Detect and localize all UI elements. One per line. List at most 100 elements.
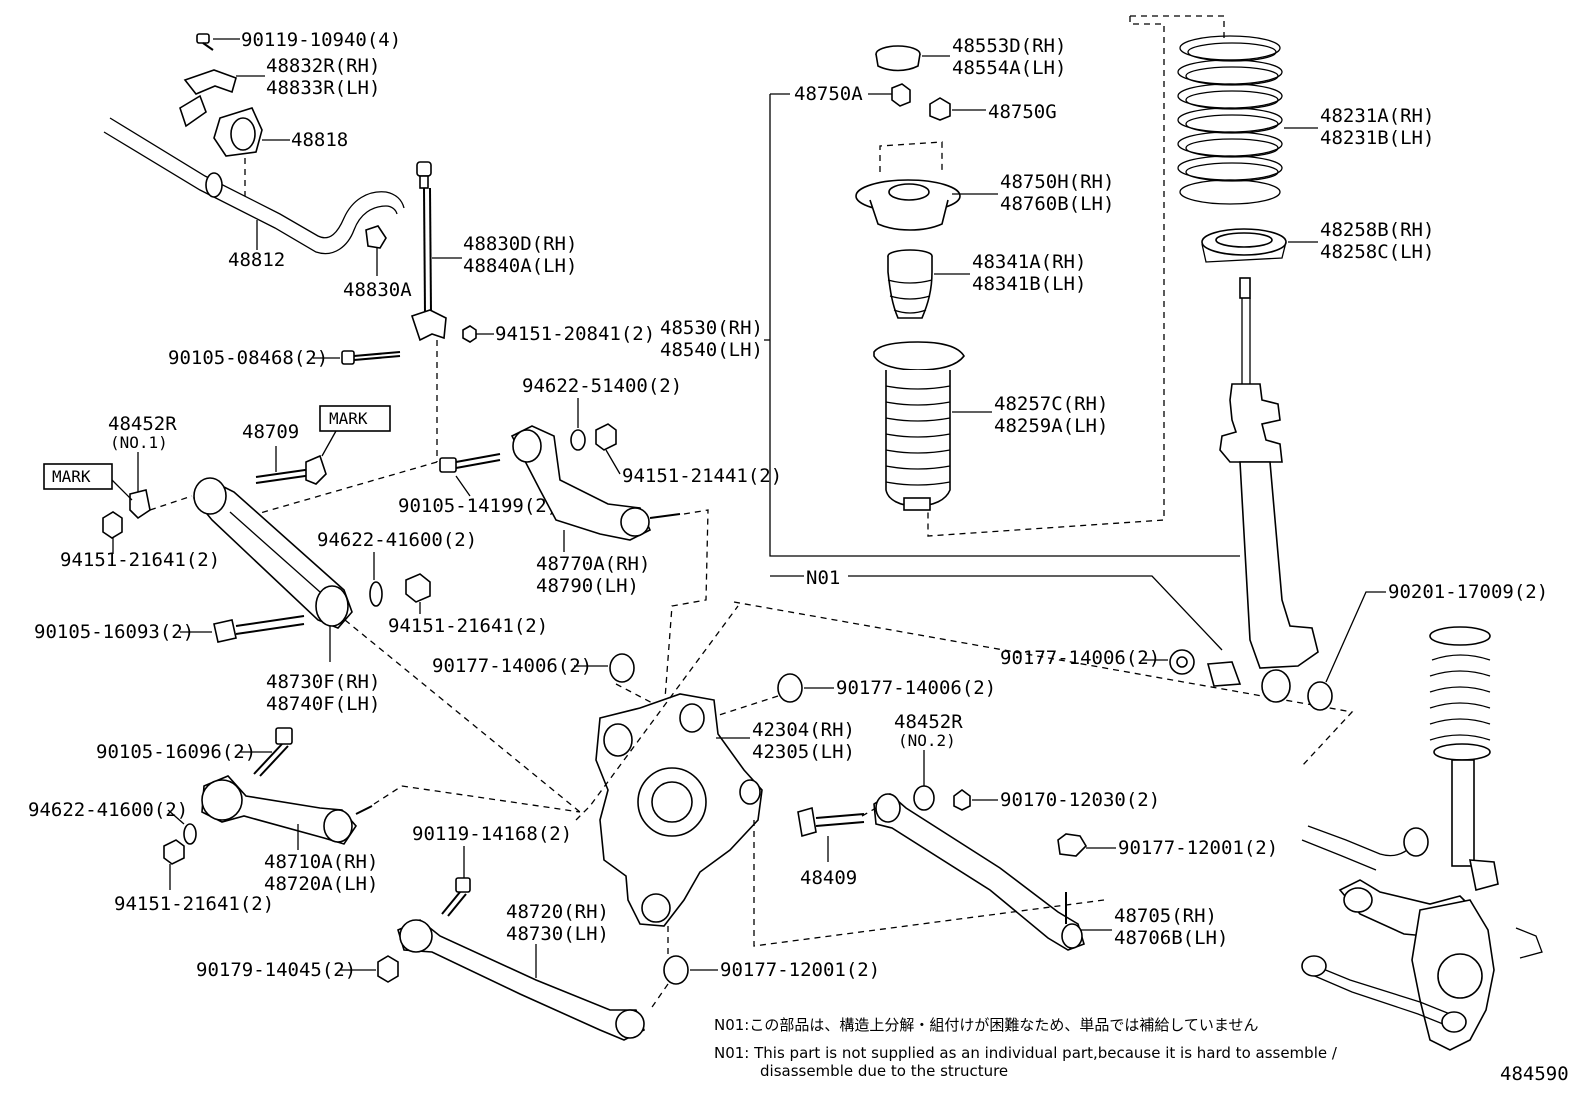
label-48231a: 48231A(RH) xyxy=(1320,105,1434,127)
label-90105-16093: 90105-16093(2) xyxy=(34,621,194,643)
control-arm-icon xyxy=(201,775,373,845)
label-no1: (NO.1) xyxy=(110,433,168,452)
label-48812: 48812 xyxy=(228,249,285,271)
label-42304: 42304(RH) xyxy=(752,719,855,741)
bolt-icon xyxy=(255,454,327,485)
label-90105-16096: 90105-16096(2) xyxy=(96,741,256,763)
label-90105-08468: 90105-08468(2) xyxy=(168,347,328,369)
label-48832r: 48832R(RH) xyxy=(266,55,380,77)
bolt-icon xyxy=(253,727,293,777)
label-48730: 48730(LH) xyxy=(506,923,609,945)
label-n01: N01 xyxy=(806,567,840,589)
label-42305: 42305(LH) xyxy=(752,741,855,763)
bolt-icon xyxy=(213,615,305,643)
label-48231b: 48231B(LH) xyxy=(1320,127,1434,149)
label-48818: 48818 xyxy=(291,129,348,151)
label-48409: 48409 xyxy=(800,867,857,889)
label-48540: 48540(LH) xyxy=(660,339,763,361)
label-48554a: 48554A(LH) xyxy=(952,57,1066,79)
label-48750g: 48750G xyxy=(988,101,1057,123)
label-48840a: 48840A(LH) xyxy=(463,255,577,277)
nut-icon xyxy=(1057,833,1088,857)
label-48720: 48720(RH) xyxy=(506,901,609,923)
label-48452r-no2: 48452R xyxy=(894,711,963,733)
nut-icon xyxy=(377,955,399,983)
label-94151-21641-b: 94151-21641(2) xyxy=(388,615,548,637)
control-arm-icon xyxy=(873,793,1085,951)
stabilizer-link-icon xyxy=(410,161,447,342)
label-90177-12001-a: 90177-12001(2) xyxy=(720,959,880,981)
label-90177-14006-b: 90177-14006(2) xyxy=(836,677,996,699)
label-48259a: 48259A(LH) xyxy=(994,415,1108,437)
bump-stop-icon xyxy=(887,249,933,319)
bolt-icon xyxy=(341,350,401,365)
nut-icon xyxy=(405,573,431,603)
label-48452r-no1: 48452R xyxy=(108,413,177,435)
label-48341a: 48341A(RH) xyxy=(972,251,1086,273)
label-48790: 48790(LH) xyxy=(536,575,639,597)
label-48833r: 48833R(LH) xyxy=(266,77,380,99)
washer-icon xyxy=(369,581,383,607)
mark-box-1 xyxy=(43,463,113,490)
bolt-icon xyxy=(441,877,471,917)
label-94151-21441: 94151-21441(2) xyxy=(622,465,782,487)
washer-icon xyxy=(183,823,197,845)
label-90179-14045: 90179-14045(2) xyxy=(196,959,356,981)
label-48709: 48709 xyxy=(242,421,299,443)
nut-icon xyxy=(953,789,971,811)
label-48740f: 48740F(LH) xyxy=(266,693,380,715)
label-94151-20841: 94151-20841(2) xyxy=(495,323,655,345)
cam-plate-icon xyxy=(913,785,935,811)
coil-spring-icon xyxy=(1177,35,1283,205)
bracket-icon xyxy=(179,69,237,128)
label-48710a: 48710A(RH) xyxy=(264,851,378,873)
label-48760b: 48760B(LH) xyxy=(1000,193,1114,215)
mark-box-2 xyxy=(319,405,391,432)
label-94622-41600-a: 94622-41600(2) xyxy=(317,529,477,551)
label-94622-41600-b: 94622-41600(2) xyxy=(28,799,188,821)
bushing-icon xyxy=(1169,649,1195,675)
label-90177-14006-a: 90177-14006(2) xyxy=(432,655,592,677)
label-48720a: 48720A(LH) xyxy=(264,873,378,895)
label-48341b: 48341B(LH) xyxy=(972,273,1086,295)
control-arm-icon xyxy=(192,477,353,629)
assembly-view-icon xyxy=(1301,626,1543,1051)
bolt-icon xyxy=(439,453,501,473)
label-90105-14199: 90105-14199(2) xyxy=(398,495,558,517)
bushing-icon xyxy=(609,653,635,683)
label-48705: 48705(RH) xyxy=(1114,905,1217,927)
nut-icon xyxy=(891,83,911,107)
label-48750h: 48750H(RH) xyxy=(1000,171,1114,193)
knuckle-icon xyxy=(595,693,763,927)
label-48730f: 48730F(RH) xyxy=(266,671,380,693)
label-mark-2: MARK xyxy=(329,409,368,428)
nut-icon xyxy=(462,325,477,343)
label-48530: 48530(RH) xyxy=(660,317,763,339)
label-48257c: 48257C(RH) xyxy=(994,393,1108,415)
label-90170-12030: 90170-12030(2) xyxy=(1000,789,1160,811)
diagram-id: 484590 xyxy=(1500,1063,1569,1085)
label-94151-21641-c: 94151-21641(2) xyxy=(114,893,274,915)
dust-boot-icon xyxy=(873,341,965,511)
label-90177-12001-b: 90177-12001(2) xyxy=(1118,837,1278,859)
upper-support-icon xyxy=(855,179,961,231)
label-mark-1: MARK xyxy=(52,467,91,486)
bolt-icon xyxy=(196,33,214,51)
bushing-icon xyxy=(1206,661,1242,687)
stabilizer-bar-icon xyxy=(103,117,405,255)
nut-icon xyxy=(102,511,123,539)
label-no2: (NO.2) xyxy=(898,731,956,750)
label-90177-14006-c: 90177-14006(2) xyxy=(1000,647,1160,669)
label-90201-17009: 90201-17009(2) xyxy=(1388,581,1548,603)
bushing-icon xyxy=(1307,681,1333,711)
label-90119-10940: 90119-10940(4) xyxy=(241,29,401,51)
label-90119-14168: 90119-14168(2) xyxy=(412,823,572,845)
nut-icon xyxy=(595,423,617,451)
nut-icon xyxy=(163,839,185,865)
control-arm-icon xyxy=(510,425,681,541)
label-48706b: 48706B(LH) xyxy=(1114,927,1228,949)
control-arm-icon xyxy=(397,919,646,1041)
bushing-icon xyxy=(213,107,263,157)
bushing-icon xyxy=(663,955,689,985)
cam-plate-icon xyxy=(129,489,151,520)
